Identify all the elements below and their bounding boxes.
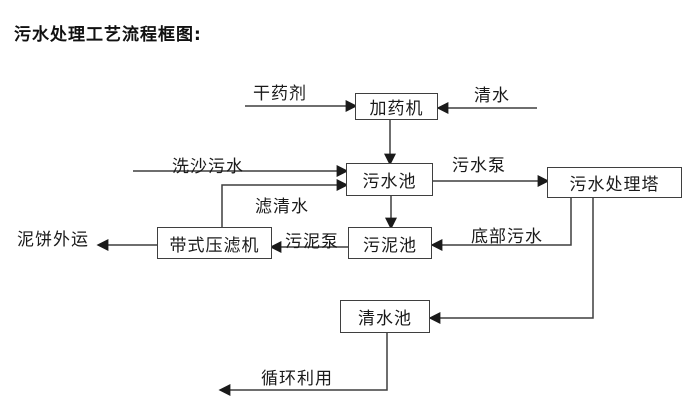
edge-label-bottom-sewage: 底部污水: [471, 227, 543, 247]
diagram-title: 污水处理工艺流程框图:: [14, 25, 202, 45]
edge-label-sludge-pump: 污泥泵: [285, 232, 339, 252]
edge-label-sand-washing-sewage: 洗沙污水: [172, 157, 244, 177]
edge-label-filtered-water: 滤清水: [255, 197, 309, 217]
node-sewage-pool: 污水池: [346, 163, 433, 196]
node-sewage-treatment-tower: 污水处理塔: [547, 167, 682, 198]
node-clear-water-pool: 清水池: [340, 300, 430, 333]
edge-bottom-sewage-arrow: [430, 198, 572, 251]
edge-label-recycling: 循环利用: [261, 369, 333, 389]
edge-recycling-arrow: [218, 333, 388, 396]
edge-filtered-water-arrow: [221, 179, 349, 227]
node-dosing-machine: 加药机: [355, 93, 438, 120]
edge-label-mud-cake-outbound: 泥饼外运: [17, 230, 89, 250]
edge-label-dry-chemical: 干药剂: [253, 84, 307, 104]
edge-tower-to-clear-arrow: [428, 198, 594, 324]
edge-label-sewage-pump: 污水泵: [452, 156, 506, 176]
node-belt-filter-press: 带式压滤机: [157, 227, 272, 259]
edge-label-clear-water: 清水: [474, 86, 510, 106]
node-sludge-pool: 污泥池: [348, 227, 432, 259]
